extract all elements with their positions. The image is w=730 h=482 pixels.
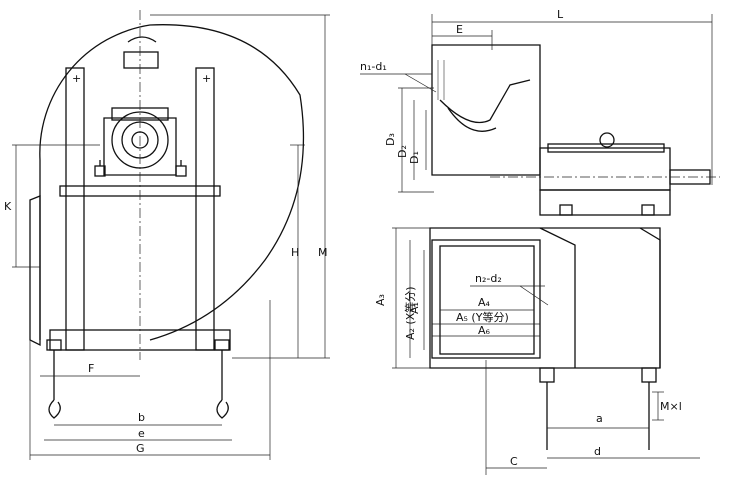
anchor-bolt-side-right [641,367,657,450]
top-handle [127,36,157,43]
dim-D3-label: D₃ [384,133,397,146]
top-nameplate [123,51,159,69]
bearing-cap-side [547,143,665,153]
lifting-eye [599,132,615,148]
dim-MxL-label: M×l [660,400,682,413]
support-post-left [65,67,85,351]
callout-n1-d1: n₁-d₁ [360,60,387,73]
anchor-bolt-left [46,339,62,419]
bearing-housing [539,147,671,191]
dim-D2-label: D₂ [396,145,409,158]
dim-A5-label: A₅ (Y等分) [456,310,509,324]
motor-base [539,189,671,216]
dim-A4-label: A₄ [478,296,491,309]
dim-E-label: E [456,23,463,36]
outlet-flange-left [29,195,41,347]
casing-box [429,227,661,369]
anchor-bolt-right [214,339,230,419]
dim-e-label: e [138,427,145,440]
dim-A3-label: A₃ [374,294,387,306]
dim-A2-label: A₂ (X等分) [403,286,417,340]
dim-G-label: G [136,442,145,455]
dim-M-label: M [318,246,328,259]
dim-d-label: d [594,445,601,458]
dim-F-label: F [88,362,94,375]
base-bolt-left [559,204,573,216]
outlet-flange [431,239,541,359]
plus-mark-right: + [202,72,211,85]
dim-b-label: b [138,411,145,424]
anchor-bolt-side-left [539,367,555,450]
dim-K-label: K [4,200,12,213]
dim-D1-label: D₁ [408,151,421,164]
dim-A6-label: A₆ [478,324,491,337]
callout-n2-d2: n₂-d₂ [475,272,502,285]
pedestal-bolt-right [175,165,187,177]
dim-L-label: L [557,8,564,21]
dim-a-label: a [596,412,603,425]
front-view: + + K [4,10,330,460]
dim-H-label: H [291,246,299,259]
plus-mark-left: + [72,72,81,85]
side-view: L E n₁-d₁ D₃ D₂ D₁ [360,8,720,475]
support-post-right [195,67,215,351]
dim-A1-label: A₁ [408,302,421,314]
inlet-duct [431,44,541,176]
base-bolt-right [641,204,655,216]
dim-C-label: C [510,455,518,468]
